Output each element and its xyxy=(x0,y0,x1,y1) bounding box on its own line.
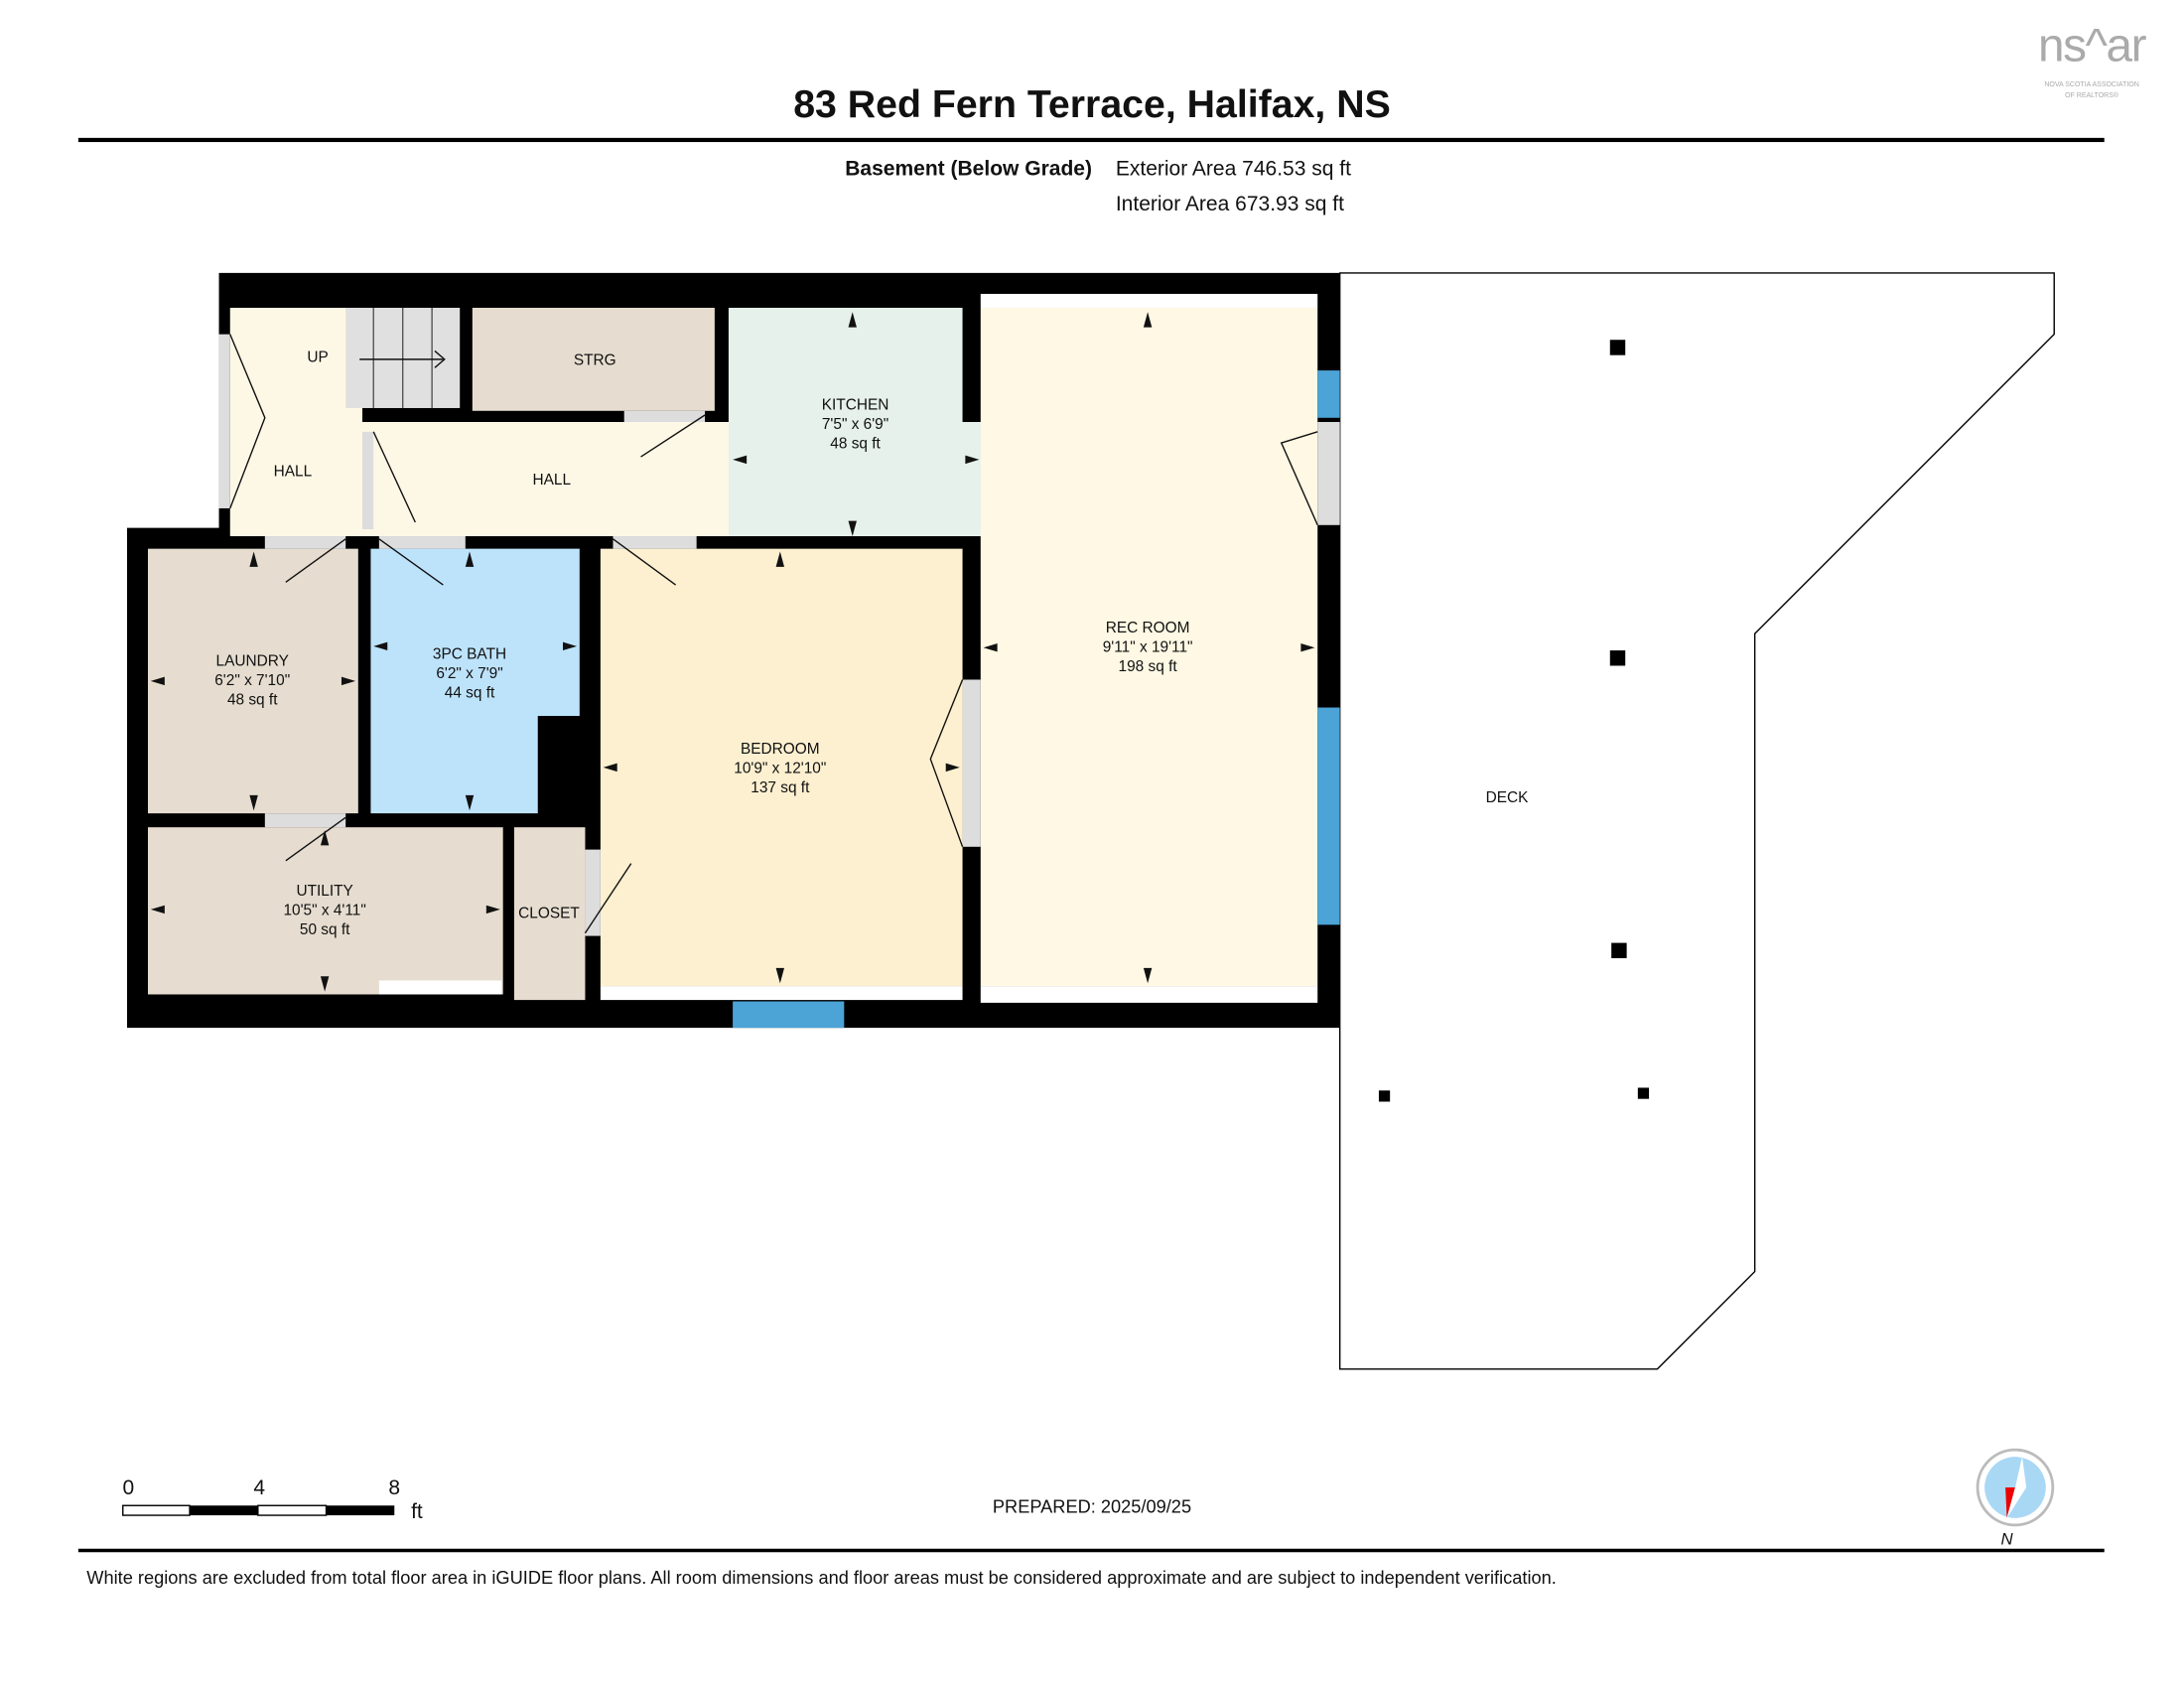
kitchen-area: 48 sq ft xyxy=(830,436,881,453)
up-label: UP xyxy=(307,350,328,366)
utility-name: UTILITY xyxy=(296,883,352,900)
nsar-logo: ns^ar NOVA SCOTIA ASSOCIATION OF REALTOR… xyxy=(2038,20,2148,99)
floor-label: Basement (Below Grade) xyxy=(845,158,1092,181)
bedroom-dims: 10'9" x 12'10" xyxy=(734,760,826,776)
rec-room-dims: 9'11" x 19'11" xyxy=(1103,638,1193,655)
compass-icon: N xyxy=(1976,1448,2055,1549)
scale-tick-0: 0 xyxy=(123,1477,135,1499)
room-closet xyxy=(513,827,586,1001)
rec-room-name: REC ROOM xyxy=(1106,620,1190,636)
bath-area: 44 sq ft xyxy=(445,685,495,702)
utility-strip xyxy=(378,980,502,995)
laundry-name: LAUNDRY xyxy=(216,652,289,669)
stairs xyxy=(345,307,461,408)
bath-name: 3PC BATH xyxy=(433,645,506,662)
interior-area: Interior Area 673.93 sq ft xyxy=(1116,193,1344,215)
room-kitchen xyxy=(728,307,963,537)
utility-area: 50 sq ft xyxy=(300,921,350,938)
hall-left-label: HALL xyxy=(274,464,313,481)
bath-dims: 6'2" x 7'9" xyxy=(436,665,502,682)
dimension-arrows xyxy=(150,312,1315,992)
kitchen-name: KITCHEN xyxy=(822,396,889,413)
room-rec xyxy=(980,307,1318,987)
bedroom-name: BEDROOM xyxy=(741,741,820,758)
header-divider xyxy=(77,137,2105,143)
hall-label: HALL xyxy=(533,472,572,489)
utility-dims: 10'5" x 4'11" xyxy=(283,903,365,919)
kitchen-dims: 7'5" x 6'9" xyxy=(822,416,888,433)
exterior-area: Exterior Area 746.53 sq ft xyxy=(1116,158,1351,181)
kitchen-opening xyxy=(961,422,984,537)
deck xyxy=(1338,272,2055,1370)
room-bath xyxy=(370,548,580,814)
page-title: 83 Red Fern Terrace, Halifax, NS xyxy=(793,82,1391,126)
scale-unit: ft xyxy=(411,1500,423,1523)
rec-strip-top xyxy=(980,293,1318,308)
room-bedroom xyxy=(600,548,963,987)
compass-north-label: N xyxy=(2000,1530,2013,1549)
footer-disclaimer: White regions are excluded from total fl… xyxy=(86,1567,1557,1588)
deck-label: DECK xyxy=(1486,789,1530,806)
laundry-dims: 6'2" x 7'10" xyxy=(214,672,290,689)
strg-label: STRG xyxy=(574,352,616,368)
scale-tick-4: 4 xyxy=(253,1477,265,1499)
rec-strip-bottom xyxy=(980,986,1318,1003)
svg-text:NOVA SCOTIA ASSOCIATION: NOVA SCOTIA ASSOCIATION xyxy=(2044,81,2138,88)
doors xyxy=(218,334,1340,936)
room-hall-left xyxy=(229,307,363,537)
scale-tick-8: 8 xyxy=(388,1477,400,1499)
svg-text:ns^ar: ns^ar xyxy=(2038,20,2147,72)
room-strg xyxy=(472,307,715,411)
room-laundry xyxy=(148,548,358,814)
prepared-date: PREPARED: 2025/09/25 xyxy=(993,1495,1191,1516)
laundry-area: 48 sq ft xyxy=(227,692,278,709)
bedroom-strip xyxy=(600,986,963,1001)
rec-room-area: 198 sq ft xyxy=(1119,658,1178,675)
room-hall xyxy=(373,422,731,537)
room-utility xyxy=(148,827,503,995)
deck-posts xyxy=(1378,340,1650,1102)
footer-divider xyxy=(77,1548,2105,1553)
scale-bar: 0 4 8 ft xyxy=(122,1477,423,1523)
windows xyxy=(733,370,1340,1029)
closet-label: CLOSET xyxy=(518,905,580,921)
svg-text:OF REALTORS®: OF REALTORS® xyxy=(2065,91,2119,99)
bedroom-area: 137 sq ft xyxy=(751,779,810,796)
